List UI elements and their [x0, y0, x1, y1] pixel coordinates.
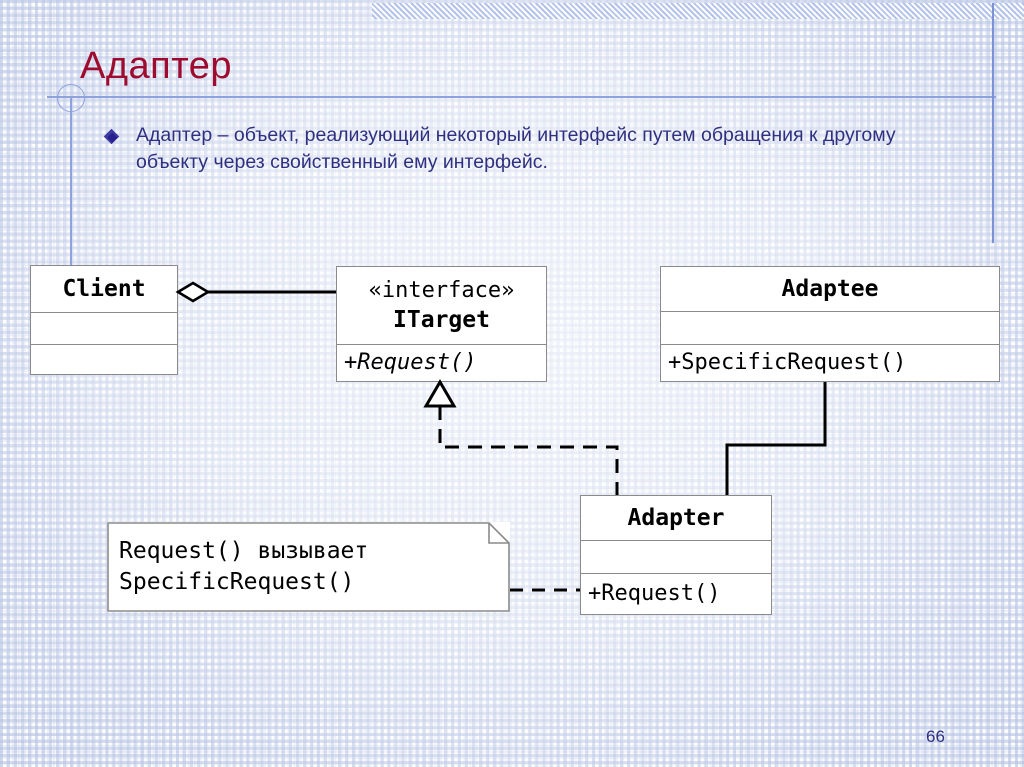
- bullet-list-item: Адаптер – объект, реализующий некоторый …: [103, 122, 944, 176]
- client-operations-section: [31, 344, 177, 374]
- adapter-operations-section: +Request(): [581, 573, 771, 613]
- adapter-name-section: Adapter: [581, 496, 771, 540]
- adaptee-attributes-section: [661, 311, 999, 344]
- client-name-section: Client: [31, 266, 177, 312]
- uml-class-client[interactable]: Client: [30, 265, 178, 375]
- adapter-class-name: Adapter: [627, 505, 725, 531]
- relation-adaptee-adapter: [725, 382, 827, 495]
- note-line-1: Request() вызывает: [119, 538, 369, 564]
- client-class-name: Client: [62, 276, 146, 302]
- page-title: Адаптер: [80, 45, 232, 87]
- bullet-text: Адаптер – объект, реализующий некоторый …: [136, 124, 896, 173]
- relation-client-itarget: [175, 281, 336, 303]
- relation-adapter-itarget: [423, 379, 619, 495]
- adapter-attributes-section: [581, 540, 771, 573]
- itarget-stereotype: «interface»: [368, 278, 515, 303]
- title-underline-rule: [47, 96, 996, 98]
- itarget-operations-section: +Request(): [337, 344, 546, 380]
- uml-class-adapter[interactable]: Adapter +Request(): [580, 495, 772, 615]
- right-vertical-rule: [992, 3, 994, 243]
- header-decoration-band: [372, 3, 1024, 19]
- adaptee-operations-section: +SpecificRequest(): [661, 344, 999, 380]
- title-circle-decoration: [57, 84, 85, 112]
- itarget-operation-request: +Request(): [344, 350, 477, 375]
- adaptee-name-section: Adaptee: [661, 267, 999, 311]
- adapter-operation-request: +Request(): [588, 581, 721, 606]
- uml-class-itarget[interactable]: «interface» ITarget +Request(): [336, 266, 547, 382]
- diamond-bullet-icon: [103, 128, 120, 145]
- itarget-class-name: ITarget: [393, 307, 490, 333]
- page-number: 66: [926, 727, 945, 746]
- adaptee-class-name: Adaptee: [781, 276, 879, 302]
- adaptee-operation-specificrequest: +SpecificRequest(): [668, 350, 907, 375]
- note-line-2: SpecificRequest(): [119, 569, 355, 595]
- itarget-name-section: «interface» ITarget: [337, 267, 546, 344]
- uml-note-adapter[interactable]: Request() вызывает SpecificRequest(): [107, 522, 510, 612]
- note-shape-icon: [107, 522, 510, 612]
- left-vertical-rule: [70, 97, 72, 267]
- client-attributes-section: [31, 312, 177, 344]
- uml-class-adaptee[interactable]: Adaptee +SpecificRequest(): [660, 266, 1000, 382]
